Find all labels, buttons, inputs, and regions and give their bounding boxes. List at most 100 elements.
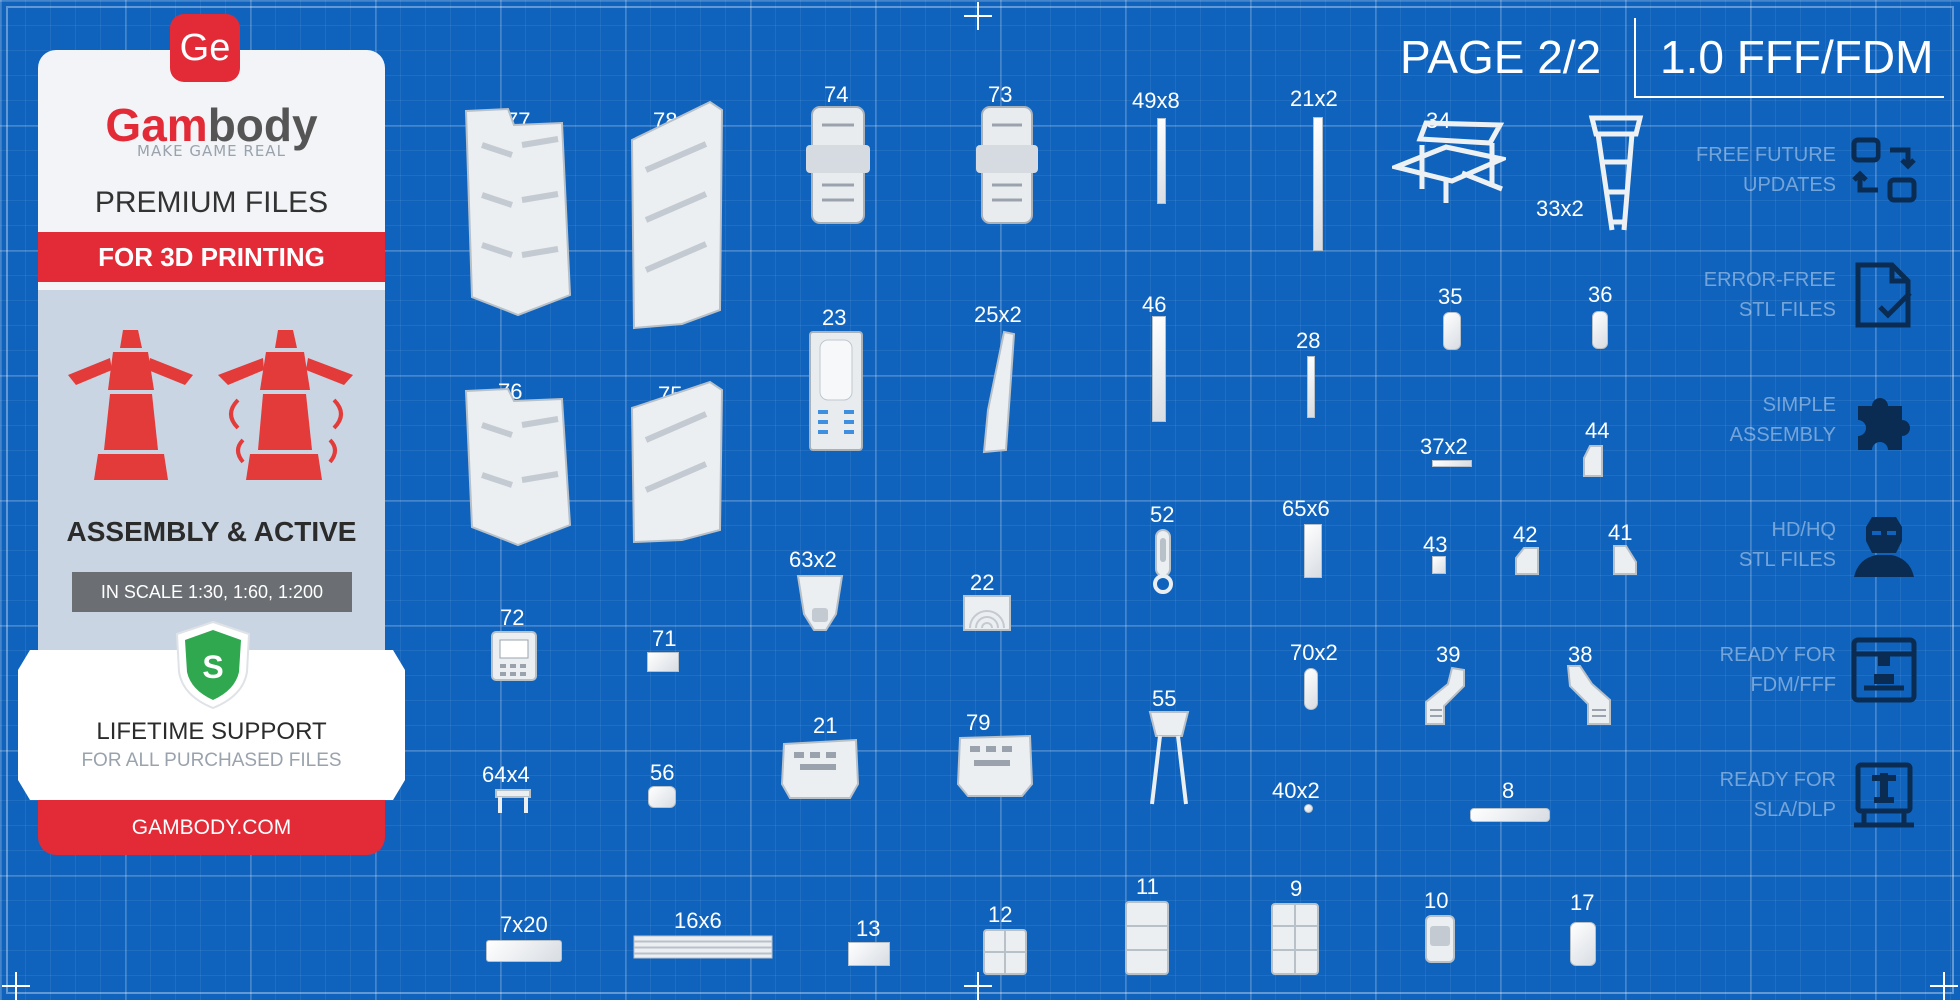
part-49[interactable]: [1157, 118, 1166, 204]
part-46[interactable]: [1152, 316, 1166, 422]
part-39[interactable]: [1424, 666, 1466, 726]
part-73[interactable]: [974, 105, 1040, 225]
part-label: 71: [652, 626, 677, 651]
fdm-printer-icon: [1851, 637, 1917, 703]
part-9[interactable]: [1270, 902, 1320, 976]
part-label: 65x6: [1282, 496, 1330, 521]
part-label: 42: [1513, 522, 1538, 547]
feature-line: STL FILES: [1738, 549, 1836, 571]
part-70[interactable]: [1304, 668, 1318, 710]
part-52[interactable]: [1150, 528, 1176, 594]
feature-line: STL FILES: [1738, 299, 1836, 321]
part-label: 33x2: [1536, 196, 1584, 221]
feature-line: FDM/FFF: [1750, 674, 1836, 696]
file-check-icon: [1855, 262, 1912, 328]
part-label: 70x2: [1290, 640, 1338, 665]
part-33[interactable]: [1588, 112, 1644, 234]
part-label: 22: [970, 570, 995, 595]
page-indicator: PAGE 2/2: [1400, 31, 1602, 83]
part-25[interactable]: [980, 330, 1016, 454]
feature-line: ASSEMBLY: [1729, 424, 1836, 446]
part-16[interactable]: [632, 934, 774, 960]
part-23[interactable]: [808, 330, 864, 452]
part-79[interactable]: [956, 734, 1034, 798]
part-34[interactable]: [1392, 115, 1506, 207]
part-10[interactable]: [1424, 914, 1456, 964]
part-28[interactable]: [1307, 356, 1315, 418]
part-8[interactable]: [1470, 808, 1550, 822]
part-75[interactable]: [626, 380, 726, 546]
part-label: 17: [1570, 890, 1595, 915]
assembly-active-heading: ASSEMBLY & ACTIVE: [66, 516, 357, 547]
part-label: 52: [1150, 502, 1175, 527]
gambody-promo-panel: Ge Gambody MAKE GAME REAL PREMIUM FILES …: [18, 14, 405, 855]
for-3d-printing-banner: FOR 3D PRINTING: [38, 232, 385, 282]
part-65[interactable]: [1304, 524, 1322, 578]
part-label: 16x6: [674, 908, 722, 933]
gambody-logo-icon[interactable]: Ge: [170, 14, 240, 82]
part-22[interactable]: [962, 594, 1012, 632]
part-label: 10: [1424, 888, 1449, 913]
part-label: 44: [1585, 418, 1610, 443]
part-label: 37x2: [1420, 434, 1468, 459]
part-63[interactable]: [796, 574, 844, 632]
part-label: 46: [1142, 292, 1167, 317]
part-label: 73: [988, 82, 1013, 107]
part-label: 43: [1423, 532, 1448, 557]
part-17[interactable]: [1570, 922, 1596, 966]
part-78[interactable]: [626, 100, 726, 332]
part-76[interactable]: [462, 385, 574, 550]
part-72[interactable]: [490, 630, 538, 682]
part-label: 41: [1608, 520, 1633, 545]
feature-line: READY FOR: [1719, 644, 1836, 666]
part-43[interactable]: [1432, 556, 1446, 574]
part-38[interactable]: [1566, 664, 1612, 726]
part-label: 28: [1296, 328, 1321, 353]
part-label: 12: [988, 902, 1013, 927]
crosshair-mark: [964, 972, 992, 1000]
part-77[interactable]: [462, 105, 574, 320]
print-version: 1.0 FFF/FDM: [1660, 31, 1934, 83]
brand-tagline: MAKE GAME REAL: [137, 142, 286, 160]
part-label: 21: [813, 713, 838, 738]
sla-printer-icon: [1854, 762, 1914, 828]
part-74[interactable]: [804, 105, 872, 225]
lifetime-support-title: LIFETIME SUPPORT: [96, 718, 327, 745]
feature-line: HD/HQ: [1771, 519, 1836, 541]
part-11[interactable]: [1124, 900, 1170, 976]
part-label: 21x2: [1290, 86, 1338, 111]
part-36[interactable]: [1592, 311, 1608, 349]
part-label: 79: [966, 710, 991, 735]
part-41[interactable]: [1612, 544, 1638, 576]
part-12[interactable]: [982, 928, 1028, 976]
part-37[interactable]: [1432, 460, 1472, 467]
part-label: 13: [856, 916, 881, 941]
part-13[interactable]: [848, 942, 890, 966]
gambody-site-link[interactable]: GAMBODY.COM: [131, 816, 292, 839]
crosshair-mark: [2, 972, 30, 1000]
part-64[interactable]: [494, 788, 532, 814]
part-label: 7x20: [500, 912, 548, 937]
part-35[interactable]: [1443, 312, 1461, 350]
feature-error-free: ERROR-FREE STL FILES: [1640, 255, 1940, 335]
part-42[interactable]: [1514, 546, 1540, 576]
shield-letter: S: [202, 649, 223, 685]
part-21b[interactable]: [780, 738, 860, 800]
feature-line: ERROR-FREE: [1703, 269, 1836, 291]
refresh-icon: [1851, 137, 1917, 203]
part-56[interactable]: [648, 786, 676, 808]
part-55[interactable]: [1146, 710, 1192, 806]
part-label: 55: [1152, 686, 1177, 711]
crosshair-mark: [1930, 972, 1958, 1000]
part-71[interactable]: [647, 652, 679, 672]
part-label: 35: [1438, 284, 1463, 309]
part-7[interactable]: [486, 940, 562, 962]
shield-icon: S: [175, 620, 251, 710]
part-21[interactable]: [1313, 117, 1323, 251]
part-40[interactable]: [1304, 804, 1313, 813]
part-44[interactable]: [1582, 444, 1604, 478]
